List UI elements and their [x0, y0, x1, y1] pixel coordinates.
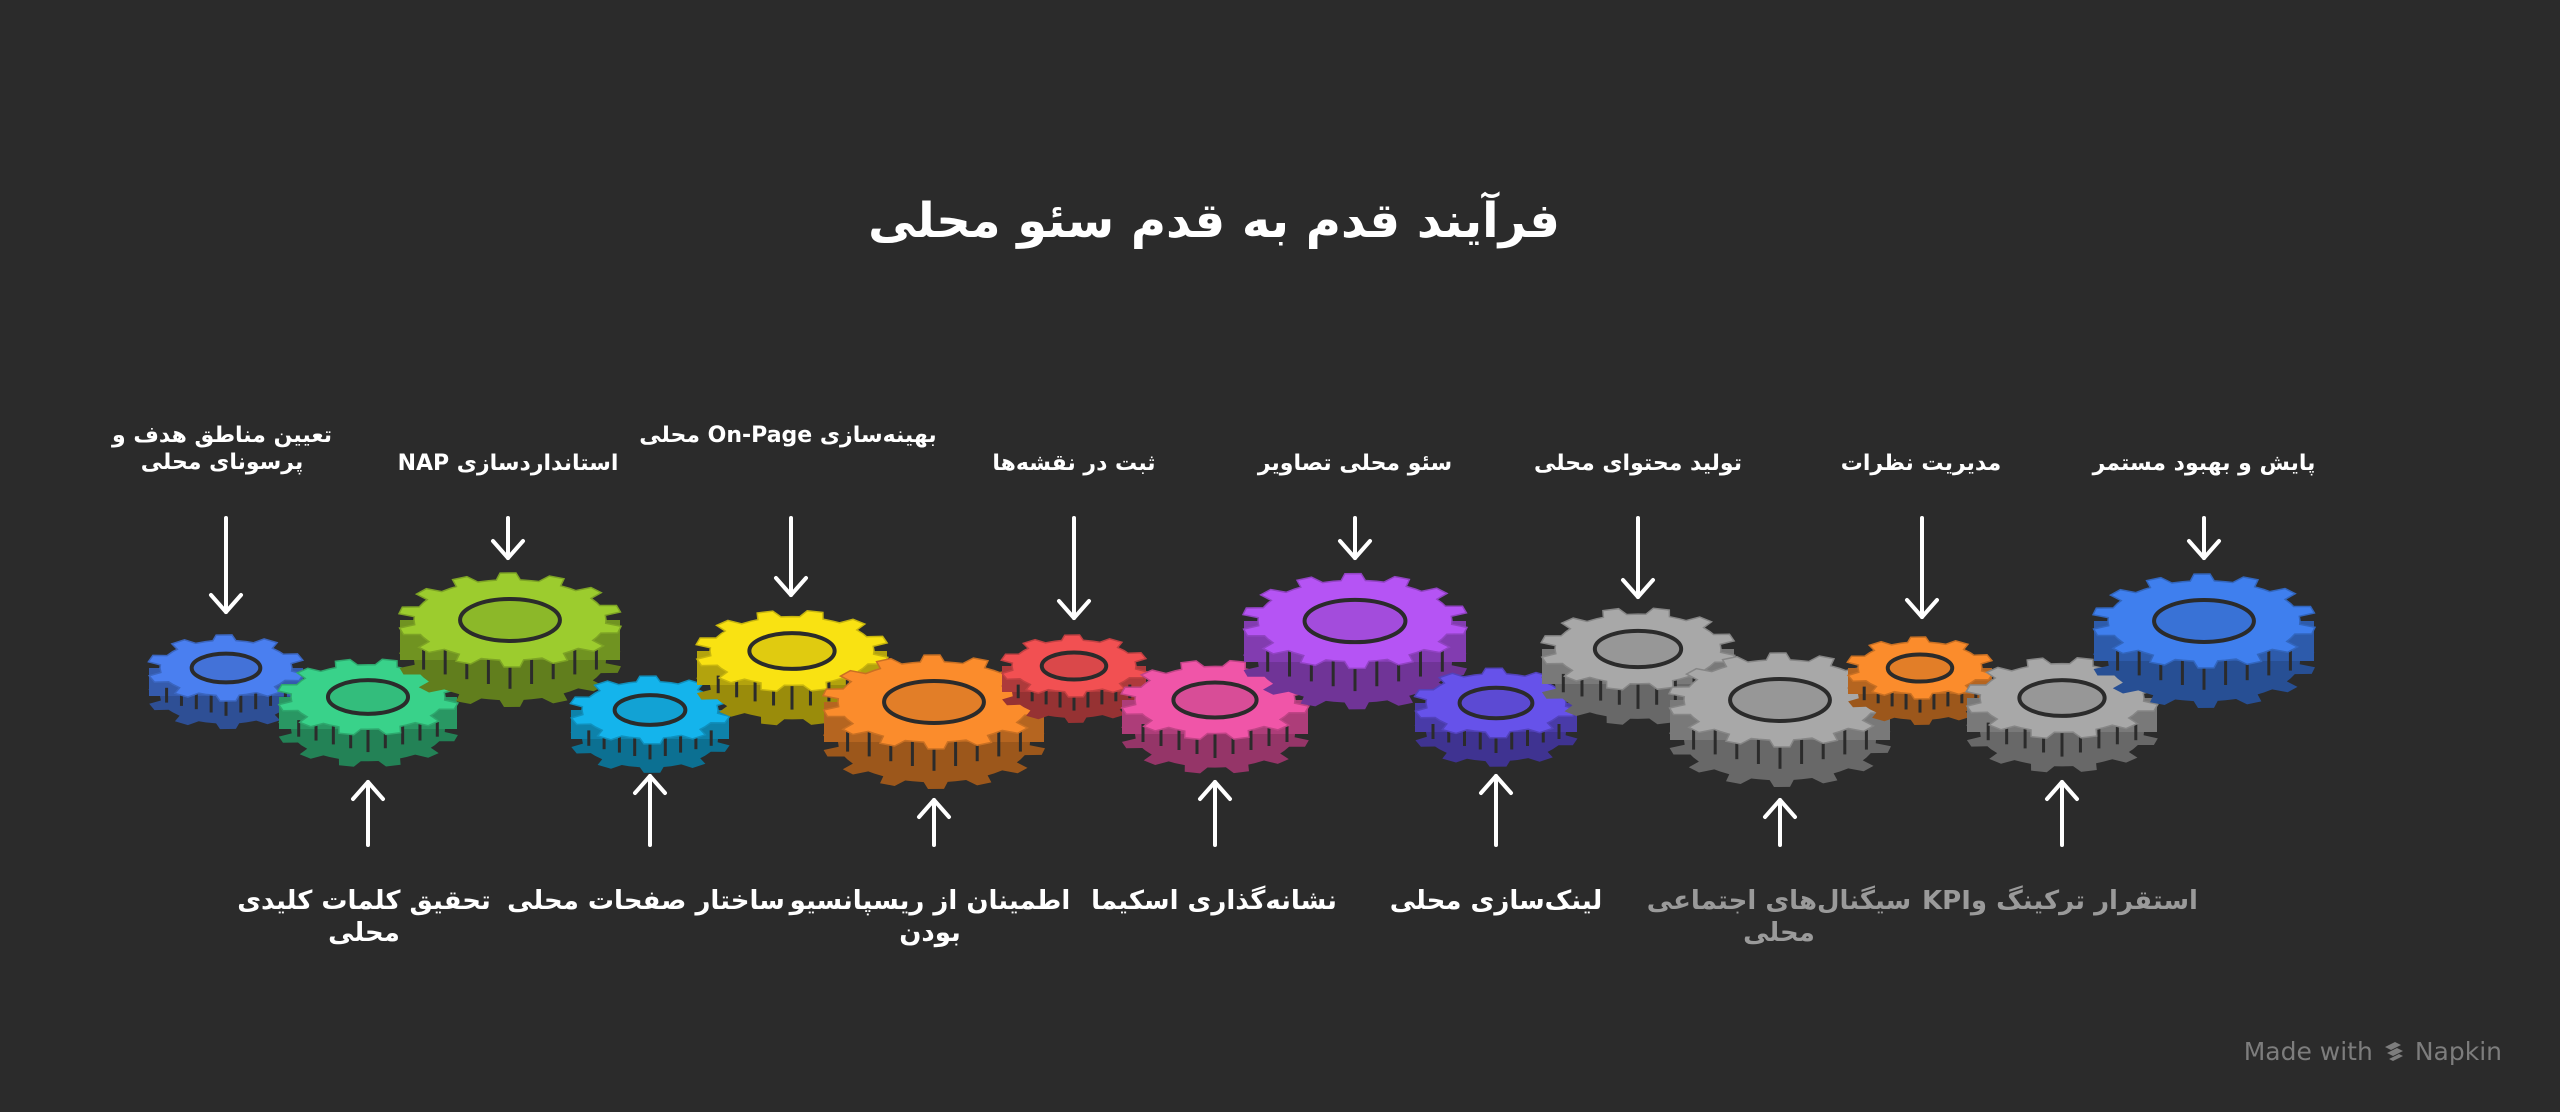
gear-s7: [1000, 634, 1148, 723]
gear-hole-s13: [1885, 652, 1955, 684]
gear-s9: [1241, 572, 1469, 710]
arrow-s4: [633, 774, 667, 847]
gear-hole-s12: [1728, 677, 1832, 723]
gear-hole-s5: [747, 631, 837, 671]
gear-hole-s11: [1592, 628, 1684, 670]
arrow-s12: [1763, 798, 1797, 847]
arrow-s11: [1621, 516, 1655, 599]
gear-hole-s9: [1302, 597, 1408, 645]
step-label-s7: ثبت در نقشه‌ها: [992, 451, 1156, 476]
gear-s6: [821, 654, 1047, 789]
gear-s4: [569, 675, 731, 773]
step-label-s11: تولید محتوای محلی: [1534, 451, 1742, 476]
step-label-s3: استانداردسازی NAP: [397, 451, 619, 476]
gear-hole-s3: [458, 597, 562, 643]
page-title: فرآیند قدم به قدم سئو محلی: [868, 193, 1560, 249]
step-label-s9: سئو محلی تصاویر: [1257, 451, 1453, 476]
arrow-s8: [1198, 780, 1232, 847]
gear-hole-s1: [189, 651, 263, 685]
footer-credit: Made with Napkin: [2244, 1037, 2502, 1066]
gear-hole-s7: [1039, 650, 1109, 682]
arrow-s7: [1057, 516, 1091, 620]
gear-s1: [147, 634, 305, 730]
gear-hole-s4: [612, 693, 688, 727]
made-with-text: Made with: [2243, 1037, 2373, 1066]
step-label-s8: نشانه‌گذاری اسکیما: [1091, 886, 1337, 916]
step-label-s12: سیگنال‌های اجتماعی محلی: [1646, 886, 1912, 948]
arrow-s2: [351, 780, 385, 847]
gear-s3: [397, 572, 623, 707]
napkin-logo-icon: [2381, 1039, 2407, 1065]
napkin-brand: Napkin: [2414, 1037, 2502, 1066]
gear-s14: [1965, 657, 2159, 773]
gear-hole-s6: [882, 679, 986, 725]
step-label-s2: تحقیق کلمات کلیدی محلی: [237, 886, 491, 948]
arrow-s3: [491, 516, 525, 560]
arrow-s13: [1905, 516, 1939, 619]
arrow-s5: [774, 516, 808, 597]
gear-hole-s10: [1457, 685, 1535, 721]
gear-s15: [2091, 573, 2317, 708]
gear-hole-s8: [1171, 680, 1259, 720]
gear-s8: [1120, 659, 1310, 774]
gear-hole-s2: [325, 678, 411, 716]
arrow-s6: [917, 798, 951, 847]
step-label-s14: استقرار ترکینگ وKPI: [1922, 886, 2198, 916]
arrow-s14: [2045, 780, 2079, 847]
step-label-s10: لینک‌سازی محلی: [1389, 886, 1603, 916]
step-label-s6: اطمینان از ریسپانسیو بودن: [789, 886, 1071, 948]
gear-s2: [276, 658, 460, 767]
step-label-s13: مدیریت نظرات: [1840, 451, 2002, 476]
step-label-s4: ساختار صفحات محلی: [507, 886, 785, 916]
arrow-s9: [1338, 516, 1372, 560]
step-label-s15: پایش و بهبود مستمر: [2092, 451, 2316, 476]
step-label-s1: تعیین مناطق هدف و پرسونای محلی: [111, 423, 333, 475]
arrow-s15: [2187, 516, 2221, 560]
arrow-s10: [1479, 774, 1513, 847]
gear-s11: [1540, 607, 1736, 725]
gear-s12: [1667, 652, 1893, 787]
arrow-s1: [209, 516, 243, 614]
step-label-s5: بهینه‌سازی On-Page محلی: [639, 423, 937, 448]
gear-s10: [1413, 667, 1579, 767]
gear-hole-s14: [2017, 678, 2107, 718]
gear-hole-s15: [2152, 598, 2256, 644]
